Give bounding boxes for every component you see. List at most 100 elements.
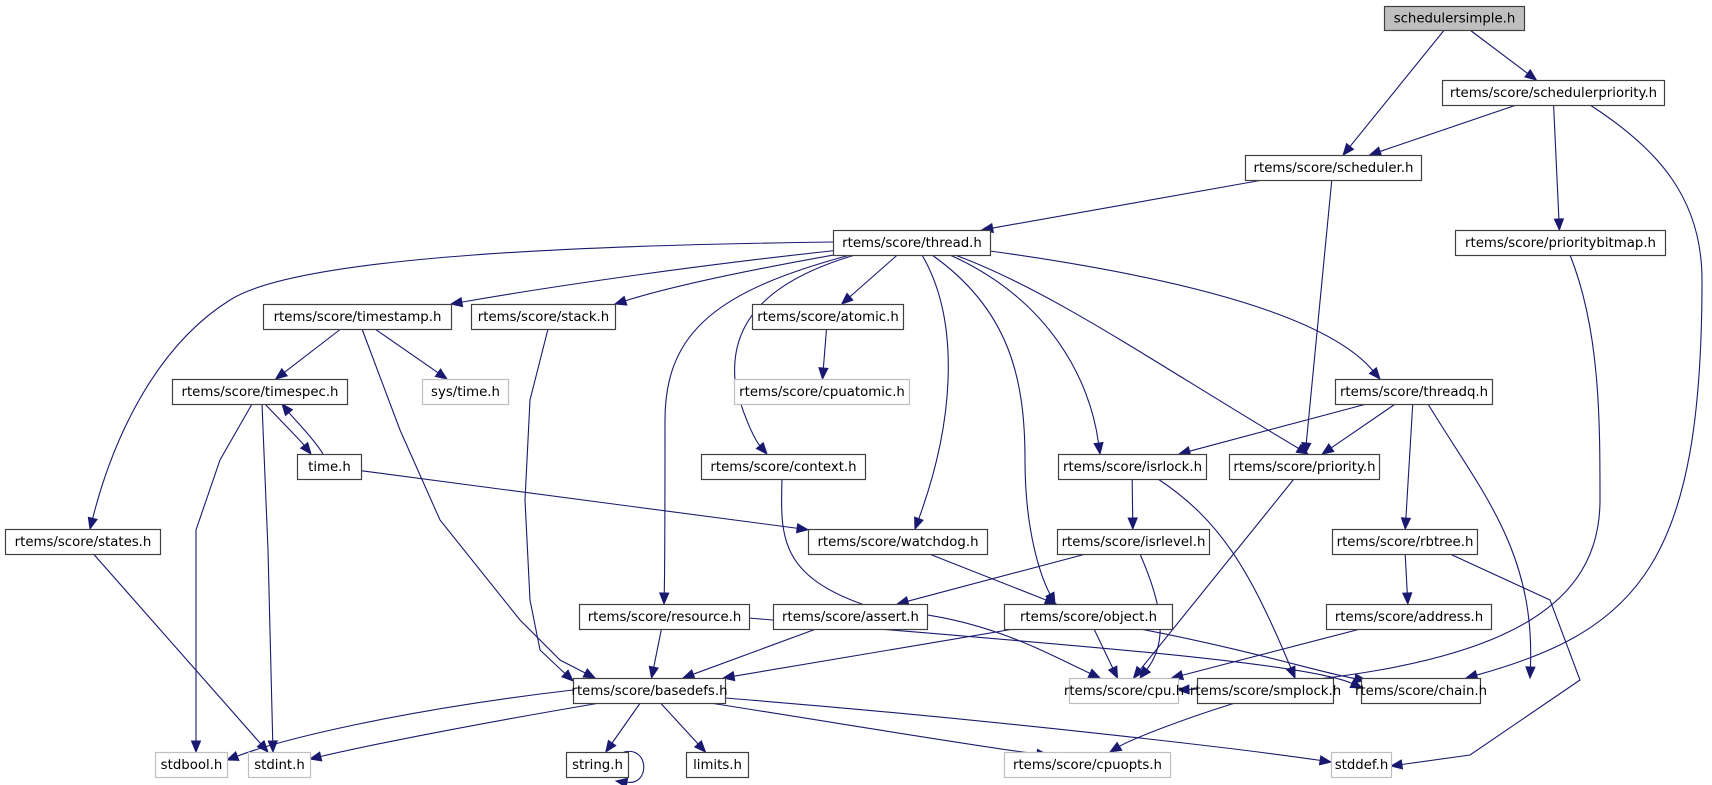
node-assert[interactable]: rtems/score/assert.h: [772, 603, 929, 631]
edge-rbtree-to-stddef-arrowhead: [1389, 759, 1404, 770]
node-chain[interactable]: rtems/score/chain.h: [1355, 677, 1487, 705]
node-smplock-box[interactable]: [1196, 677, 1335, 705]
node-stddef-label: stddef.h: [1335, 758, 1389, 773]
node-time-box[interactable]: [296, 453, 363, 481]
node-assert-box[interactable]: [772, 603, 929, 631]
edge-thread-to-resource-line: [663, 254, 851, 594]
edge-thread-to-context-line: [734, 254, 856, 447]
node-context[interactable]: rtems/score/context.h: [700, 453, 867, 481]
node-isrlevel-box[interactable]: [1056, 528, 1211, 556]
node-schedulersimple[interactable]: schedulersimple.h: [1383, 5, 1526, 32]
node-atomic[interactable]: rtems/score/atomic.h: [751, 303, 905, 331]
node-scheduler-box[interactable]: [1244, 154, 1423, 182]
node-cpuatomic[interactable]: rtems/score/cpuatomic.h: [733, 378, 911, 406]
node-limits-label: limits.h: [693, 758, 742, 773]
node-systime-box[interactable]: [421, 378, 510, 406]
node-timestamp[interactable]: rtems/score/timestamp.h: [262, 303, 453, 331]
node-stdint-box[interactable]: [247, 751, 312, 779]
node-schedulerpriority[interactable]: rtems/score/schedulerpriority.h: [1441, 79, 1666, 107]
node-isrlock[interactable]: rtems/score/isrlock.h: [1057, 453, 1208, 481]
node-prioritybitmap-box[interactable]: [1454, 229, 1667, 257]
edge-timespec-to-stdbool-arrowhead: [190, 740, 202, 754]
edge-timespec-to-stdint: [261, 403, 278, 754]
node-priority[interactable]: rtems/score/priority.h: [1228, 453, 1381, 481]
edge-timestamp-to-systime-arrowhead: [434, 368, 449, 380]
node-stack[interactable]: rtems/score/stack.h: [470, 303, 617, 331]
node-string[interactable]: string.h: [565, 751, 630, 779]
node-cpu-box[interactable]: [1068, 677, 1180, 705]
node-rbtree[interactable]: rtems/score/rbtree.h: [1331, 528, 1479, 556]
node-resource[interactable]: rtems/score/resource.h: [578, 603, 751, 631]
node-threadq-box[interactable]: [1334, 378, 1494, 406]
node-string-box[interactable]: [565, 751, 630, 779]
node-stddef[interactable]: stddef.h: [1330, 751, 1393, 779]
node-time[interactable]: time.h: [296, 453, 363, 481]
edge-resource-to-chain-arrowhead: [1349, 678, 1364, 689]
edge-schedulerpriority-to-scheduler: [1368, 104, 1517, 157]
node-object[interactable]: rtems/score/object.h: [1003, 603, 1174, 631]
node-timestamp-box[interactable]: [262, 303, 453, 331]
node-watchdog[interactable]: rtems/score/watchdog.h: [807, 528, 989, 556]
node-watchdog-box[interactable]: [807, 528, 989, 556]
node-isrlock-box[interactable]: [1057, 453, 1208, 481]
node-cpuopts[interactable]: rtems/score/cpuopts.h: [1003, 751, 1172, 779]
node-stddef-box[interactable]: [1330, 751, 1393, 779]
edge-schedulersimple-to-scheduler-line: [1349, 29, 1445, 147]
node-basedefs[interactable]: rtems/score/basedefs.h: [571, 677, 728, 705]
edge-schedulerpriority-to-scheduler-line: [1379, 104, 1517, 152]
edge-object-to-basedefs: [721, 628, 1014, 682]
node-chain-box[interactable]: [1360, 677, 1482, 705]
node-systime[interactable]: sys/time.h: [421, 378, 510, 406]
node-schedulerpriority-box[interactable]: [1441, 79, 1666, 107]
edge-scheduler-to-priority-line: [1305, 179, 1333, 444]
node-stack-box[interactable]: [470, 303, 617, 331]
node-address[interactable]: rtems/score/address.h: [1325, 603, 1493, 631]
node-smplock[interactable]: rtems/score/smplock.h: [1190, 677, 1341, 705]
node-stdint[interactable]: stdint.h: [247, 751, 312, 779]
edge-rbtree-to-address-arrowhead: [1401, 592, 1413, 606]
node-limits[interactable]: limits.h: [685, 751, 750, 779]
node-cpuatomic-box[interactable]: [733, 378, 911, 406]
node-states-box[interactable]: [4, 528, 162, 556]
edge-isrlevel-to-assert-line: [907, 553, 1086, 602]
edge-thread-to-atomic-line: [849, 254, 898, 298]
edge-isrlevel-to-assert: [895, 553, 1086, 607]
node-stdbool[interactable]: stdbool.h: [154, 751, 229, 779]
node-limits-box[interactable]: [685, 751, 750, 779]
edge-time-to-timespec: [281, 402, 324, 455]
node-resource-box[interactable]: [578, 603, 751, 631]
node-states[interactable]: rtems/score/states.h: [4, 528, 162, 556]
edge-thread-to-watchdog-line: [918, 254, 949, 519]
node-cpuopts-box[interactable]: [1003, 751, 1172, 779]
node-schedulersimple-box[interactable]: [1383, 5, 1526, 32]
node-context-box[interactable]: [700, 453, 867, 481]
edge-threadq-to-rbtree: [1400, 403, 1414, 531]
node-prioritybitmap[interactable]: rtems/score/prioritybitmap.h: [1454, 229, 1667, 257]
node-object-box[interactable]: [1003, 603, 1174, 631]
node-scheduler[interactable]: rtems/score/scheduler.h: [1244, 154, 1423, 182]
edge-smplock-to-cpuopts: [1108, 702, 1236, 753]
edge-basedefs-to-string-arrowhead: [605, 739, 617, 754]
node-timespec-box[interactable]: [171, 378, 349, 406]
edge-basedefs-to-string: [605, 702, 641, 754]
edge-basedefs-to-stdbool-arrowhead: [225, 751, 240, 761]
edge-prioritybitmap-to-cpu: [1176, 254, 1601, 695]
node-atomic-box[interactable]: [751, 303, 905, 331]
node-cpu[interactable]: rtems/score/cpu.h: [1064, 677, 1184, 705]
edge-thread-to-threadq-arrowhead: [1368, 366, 1381, 381]
node-stdbool-box[interactable]: [154, 751, 229, 779]
edge-thread-to-priority-line: [954, 254, 1299, 449]
node-threadq[interactable]: rtems/score/threadq.h: [1334, 378, 1494, 406]
node-timespec[interactable]: rtems/score/timespec.h: [171, 378, 349, 406]
node-thread[interactable]: rtems/score/thread.h: [832, 229, 992, 257]
edge-watchdog-to-object-line: [929, 553, 1047, 601]
edge-threadq-to-priority-line: [1331, 403, 1396, 449]
node-rbtree-box[interactable]: [1331, 528, 1479, 556]
node-priority-box[interactable]: [1228, 453, 1381, 481]
node-basedefs-box[interactable]: [572, 677, 727, 705]
node-thread-box[interactable]: [832, 229, 992, 257]
node-isrlevel[interactable]: rtems/score/isrlevel.h: [1056, 528, 1211, 556]
edge-prioritybitmap-to-cpu-arrowhead: [1176, 684, 1190, 695]
node-address-box[interactable]: [1325, 603, 1493, 631]
